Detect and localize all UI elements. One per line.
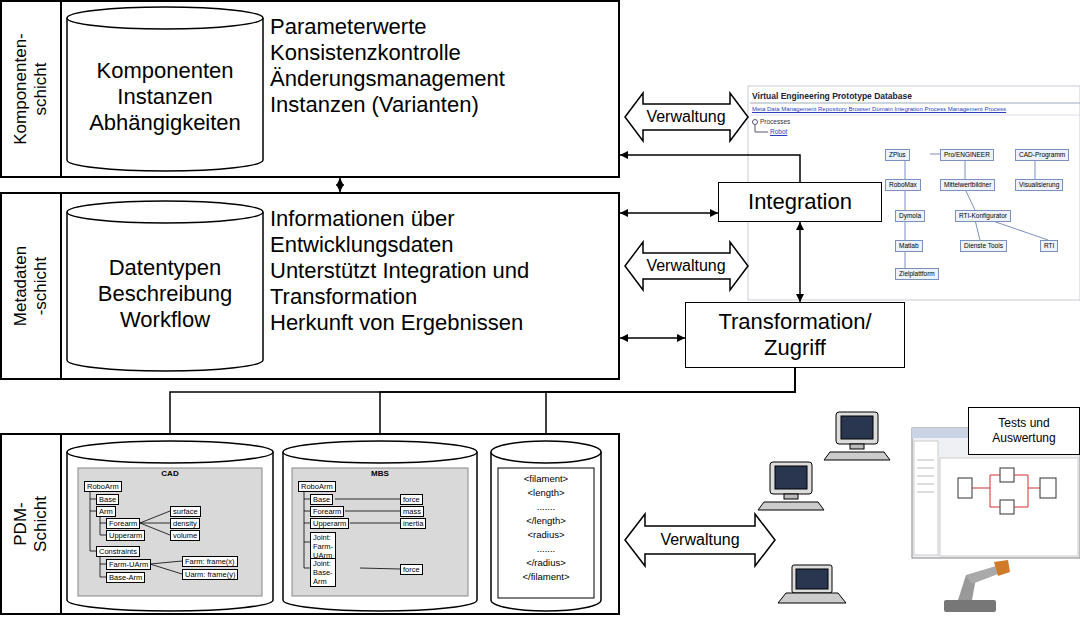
- layer-band: Metadaten -schicht Informationen über Ent…: [0, 192, 620, 380]
- tree-item: Farm-UArm: [106, 559, 151, 570]
- layer-name: Komponenten- schicht: [11, 24, 51, 154]
- flow-step-label: Dienste Tools: [960, 240, 1007, 252]
- description-text: Parameterwerte: [270, 14, 600, 40]
- tree-item: Base: [310, 494, 333, 505]
- cylinder-text-area: Datentypen Beschreibung Workflow: [66, 226, 264, 362]
- tree-item: Arm: [96, 506, 116, 517]
- cylinder-text-area: Komponenten Instanzen Abhängigkeiten: [66, 32, 264, 162]
- flow-step-label: RoboMax: [885, 179, 921, 191]
- xml-line: <filament>: [490, 472, 602, 486]
- tree-item: Base: [96, 494, 119, 505]
- box-text: Transformation/ Zugriff: [718, 309, 871, 361]
- tree-item: Joint: Farm-UArm: [310, 532, 336, 561]
- flow-step-label: Mittelwertbildner: [940, 179, 995, 191]
- annotation-label: Processes: [760, 118, 790, 125]
- description-text: Änderungsmanagement: [270, 66, 600, 92]
- tree-item: Uarm: frame(y): [182, 569, 238, 580]
- flow-step-label: Dymola: [895, 210, 925, 222]
- xml-line: .......: [490, 542, 602, 556]
- flow-step-label: RTI-Konfigurator: [955, 210, 1011, 222]
- tree-item: Base-Arm: [106, 572, 145, 583]
- flow-step-label: CAD-Programm: [1015, 149, 1069, 161]
- database-cylinder: <filament><length>.......</length><radiu…: [490, 440, 602, 612]
- tree-item: Forearm: [106, 518, 140, 529]
- tree-item: density: [170, 518, 200, 529]
- flow-step-label: RTI: [1040, 240, 1058, 252]
- layer-band: Komponenten- schicht ParameterwerteKonsis…: [0, 0, 620, 178]
- arrow-label: Verwaltung: [646, 108, 725, 126]
- tree-item: volume: [170, 530, 200, 541]
- flow-step-label: Zielplattform: [895, 268, 939, 280]
- annotation-label: Tests und Auswertung: [968, 407, 1080, 455]
- flow-step-label: ZPlus: [885, 149, 910, 161]
- tree-item: force: [400, 494, 423, 505]
- layer-label-column: Metadaten -schicht: [2, 194, 62, 378]
- computer-icons: [758, 412, 890, 603]
- tree-item: mass: [400, 506, 424, 517]
- connector-arrow: [620, 212, 718, 214]
- connector-arrow: [620, 155, 800, 182]
- database-cylinder: Datentypen Beschreibung Workflow: [66, 200, 264, 372]
- tree-item: RoboArm: [298, 481, 336, 492]
- cylinder-text: Komponenten Instanzen Abhängigkeiten: [89, 58, 241, 136]
- database-cylinder: Komponenten Instanzen Abhängigkeiten: [66, 6, 264, 172]
- description-list: ParameterwerteKonsistenzkontrolleÄnderun…: [270, 14, 600, 118]
- flow-step-label: Visualisierung: [1015, 179, 1063, 191]
- tree-item: Upperarm: [310, 518, 349, 529]
- model-title: CAD: [66, 469, 274, 478]
- layer-label-column: PDM- Schicht: [2, 435, 62, 613]
- connector-arrow: [339, 178, 341, 192]
- process-box: Integration: [718, 182, 882, 222]
- annotation-label: Virtual Engineering Prototype Database: [752, 91, 912, 101]
- flow-step-label: Matlab: [895, 240, 923, 252]
- connector-arrow: [799, 222, 801, 302]
- connector-arrow: [620, 337, 685, 339]
- arrow-label: Verwaltung: [646, 257, 725, 275]
- box-text: Integration: [748, 189, 852, 215]
- xml-line: </length>: [490, 514, 602, 528]
- robot-figure: [944, 560, 1010, 612]
- annotation-label: Meta Data Management Repository Browser …: [752, 106, 1006, 112]
- tree-item: inertia: [400, 518, 426, 529]
- description-text: Informationen über Entwicklungsdaten: [270, 206, 570, 258]
- layer-name: PDM- Schicht: [11, 492, 51, 556]
- description-text: Konsistenzkontrolle: [270, 40, 600, 66]
- xml-line: </radius>: [490, 556, 602, 570]
- tree-item: Farm: frame(x): [182, 556, 238, 567]
- description-list: Informationen über EntwicklungsdatenUnte…: [270, 206, 570, 336]
- tree-item: surface: [170, 506, 201, 517]
- description-text: Unterstützt Integration und Transformati…: [270, 258, 570, 310]
- xml-line: <length>: [490, 486, 602, 500]
- description-text: Herkunft von Ergebnissen: [270, 310, 570, 336]
- xml-listing: <filament><length>.......</length><radiu…: [490, 472, 602, 584]
- xml-line: <radius>: [490, 528, 602, 542]
- tree-item: Upperarm: [106, 530, 145, 541]
- tree-item: RoboArm: [84, 481, 122, 492]
- cylinder-text: Datentypen Beschreibung Workflow: [98, 255, 233, 333]
- layer-label-column: Komponenten- schicht: [2, 2, 62, 176]
- annotation-label: Robot: [770, 128, 787, 135]
- xml-line: </filament>: [490, 570, 602, 584]
- flow-step-label: Pro/ENGINEER: [940, 149, 994, 161]
- tree-item: Joint: Base-Arm: [310, 558, 336, 587]
- xml-line: .......: [490, 500, 602, 514]
- model-title: MBS: [282, 469, 478, 478]
- description-text: Instanzen (Varianten): [270, 92, 600, 118]
- arrow-label: Verwaltung: [660, 531, 739, 549]
- tree-item: force: [400, 564, 423, 575]
- tree-item: Forearm: [310, 506, 344, 517]
- database-screenshot: [748, 86, 1080, 300]
- process-box: Transformation/ Zugriff: [685, 302, 905, 368]
- tree-item: Constraints: [96, 546, 140, 557]
- layer-name: Metadaten -schicht: [11, 242, 51, 330]
